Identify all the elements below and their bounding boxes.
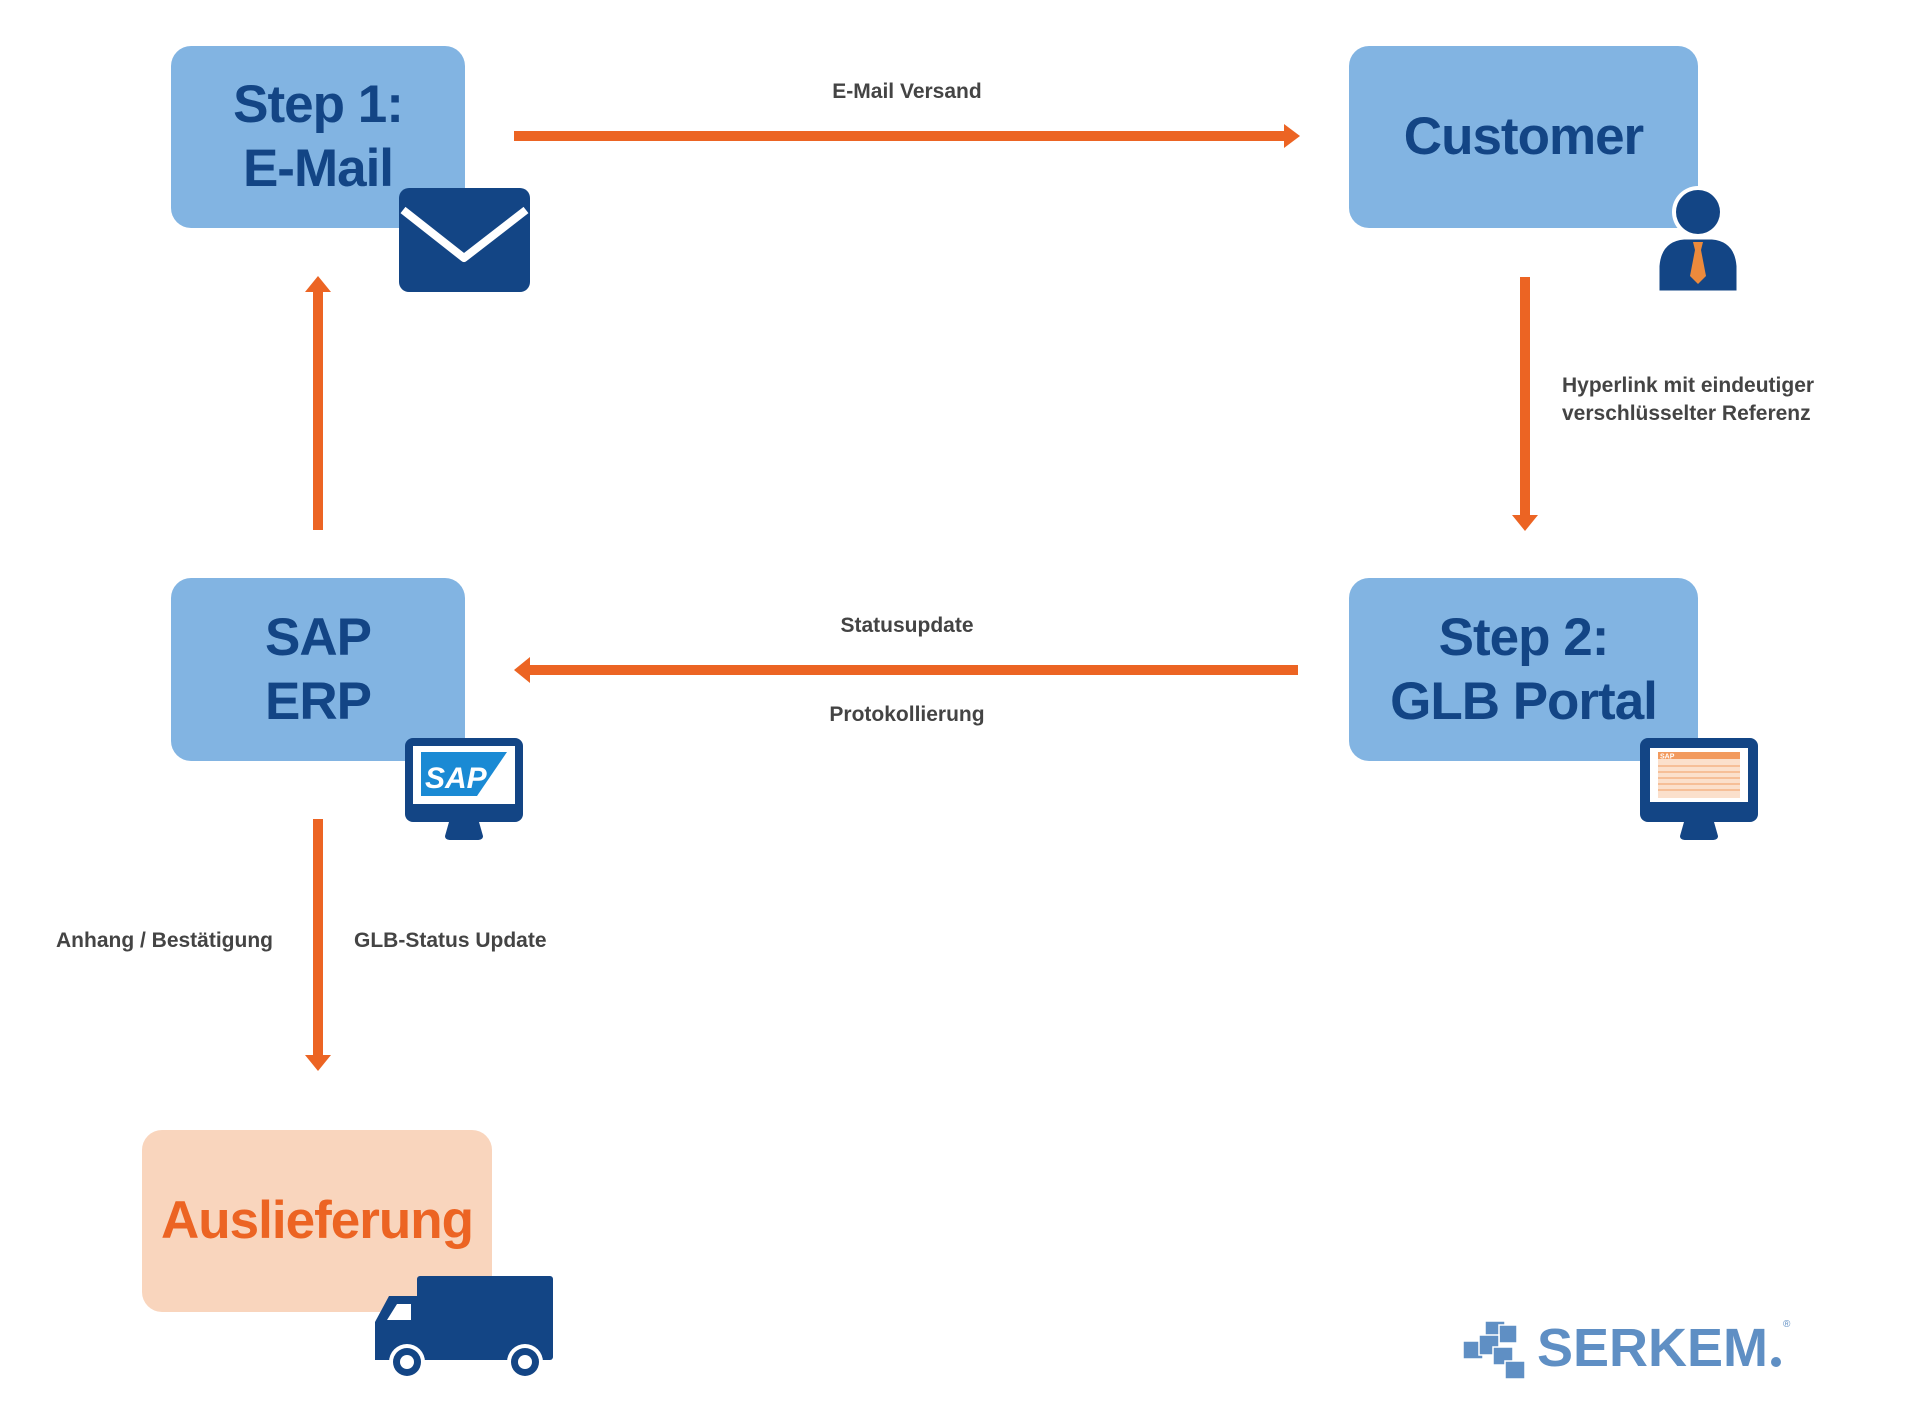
registered-mark: ® (1783, 1319, 1791, 1330)
node-label: Step 1: (233, 75, 404, 134)
sap-monitor-icon: SAP (405, 738, 523, 840)
node-label: ERP (265, 671, 372, 731)
logo-dot (1771, 1357, 1782, 1367)
arrow-portal-to-sap (528, 665, 1298, 675)
arrowhead (1284, 124, 1300, 148)
serkem-logo: SERKEM ® (1463, 1315, 1883, 1381)
edge-label-anhang: Anhang / Bestätigung (56, 929, 273, 952)
arrowhead (514, 657, 530, 683)
node-step1-email: Step 1: E-Mail (171, 46, 465, 228)
edge-label-hyperlink-1: Hyperlink mit eindeutiger (1562, 374, 1815, 397)
logo-wordmark: SERKEM ® (1537, 1319, 1790, 1377)
edge-label-protokollierung: Protokollierung (829, 703, 985, 726)
arrowhead (305, 276, 331, 292)
node-sap-erp: SAP ERP (171, 578, 465, 761)
arrow-sap-to-delivery (313, 819, 323, 1057)
node-label: Customer (1403, 107, 1644, 166)
node-customer: Customer (1349, 46, 1698, 228)
edge-label-email: E-Mail Versand (832, 80, 982, 103)
arrowhead (1512, 515, 1538, 531)
truck-icon (375, 1276, 553, 1380)
node-label: GLB Portal (1390, 671, 1658, 731)
portal-sap-text: SAP (1660, 754, 1675, 761)
edge-label-statusupdate: Statusupdate (840, 614, 974, 637)
arrow-email-to-customer (514, 131, 1286, 141)
node-label: Step 2: (1438, 607, 1610, 667)
edge-label-glb-status: GLB-Status Update (354, 929, 547, 952)
envelope-icon (399, 188, 530, 292)
person-icon (1656, 186, 1740, 294)
node-step2-glb-portal: Step 2: GLB Portal (1349, 578, 1698, 761)
arrow-customer-to-portal (1520, 277, 1530, 517)
node-label: SAP (265, 607, 372, 667)
portal-monitor-icon: SAP (1640, 738, 1758, 840)
logo-mark-icon (1463, 1320, 1526, 1380)
logo-text: SERKEM (1537, 1318, 1769, 1378)
sap-logo-text: SAP (425, 762, 488, 795)
edge-label-hyperlink-2: verschlüsselter Referenz (1562, 402, 1811, 425)
node-delivery: Auslieferung (142, 1130, 492, 1312)
node-label: E-Mail (242, 139, 394, 198)
arrowhead (305, 1055, 331, 1071)
node-label: Auslieferung (161, 1191, 474, 1250)
arrow-sap-to-email (313, 290, 323, 530)
